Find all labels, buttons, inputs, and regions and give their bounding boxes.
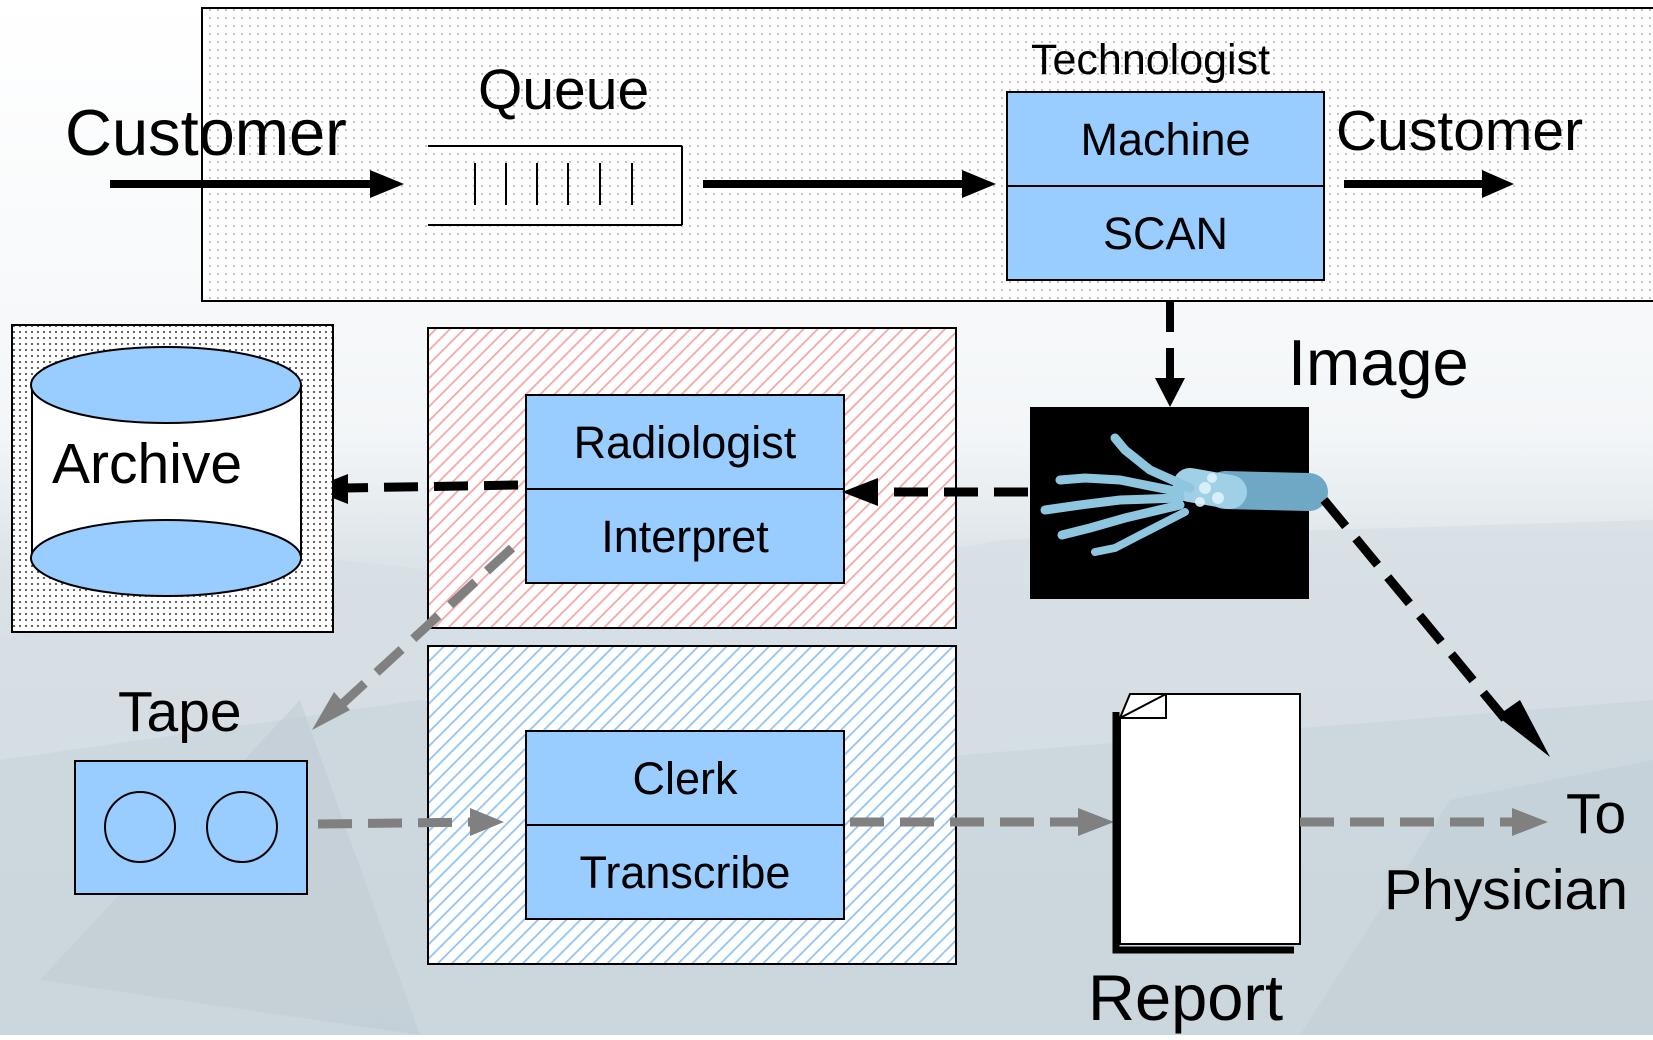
arrow-image-to-physician — [1320, 497, 1550, 757]
transcribe-label: Transcribe — [579, 846, 791, 898]
arrow-customer-in — [110, 170, 404, 198]
xray-image[interactable] — [1030, 407, 1328, 599]
tape-box[interactable] — [74, 760, 308, 895]
customer-out-label: Customer — [1336, 99, 1584, 163]
arrow-report-to-physician — [1300, 808, 1548, 836]
clerk-label: Clerk — [632, 752, 738, 804]
queue-shape — [428, 145, 683, 226]
arrow-image-to-radiologist — [842, 478, 1028, 506]
archive-box[interactable] — [11, 324, 334, 633]
physician-label: Physician — [1384, 858, 1628, 922]
report-label: Report — [1088, 961, 1284, 1034]
queue-label: Queue — [478, 58, 650, 122]
scan-label: SCAN — [1102, 207, 1229, 259]
technologist-label: Technologist — [1031, 36, 1271, 84]
report-document[interactable] — [1112, 693, 1301, 954]
customer-in-label: Customer — [65, 96, 347, 169]
arrow-customer-out — [1344, 170, 1514, 198]
arrow-tape-to-clerk — [317, 808, 504, 836]
arrow-queue-to-machine — [703, 170, 996, 198]
radiologist-label: Radiologist — [573, 416, 797, 468]
arrow-scan-to-image — [1155, 302, 1185, 407]
archive-label: Archive — [52, 432, 243, 496]
process-band — [201, 7, 1653, 302]
tape-label: Tape — [118, 680, 242, 744]
arrow-interpret-to-tape — [312, 544, 516, 730]
image-label: Image — [1288, 326, 1469, 399]
interpret-label: Interpret — [601, 510, 769, 562]
machine-label: Machine — [1080, 113, 1251, 165]
arrow-clerk-to-report — [850, 808, 1114, 836]
to-label: To — [1566, 782, 1627, 846]
